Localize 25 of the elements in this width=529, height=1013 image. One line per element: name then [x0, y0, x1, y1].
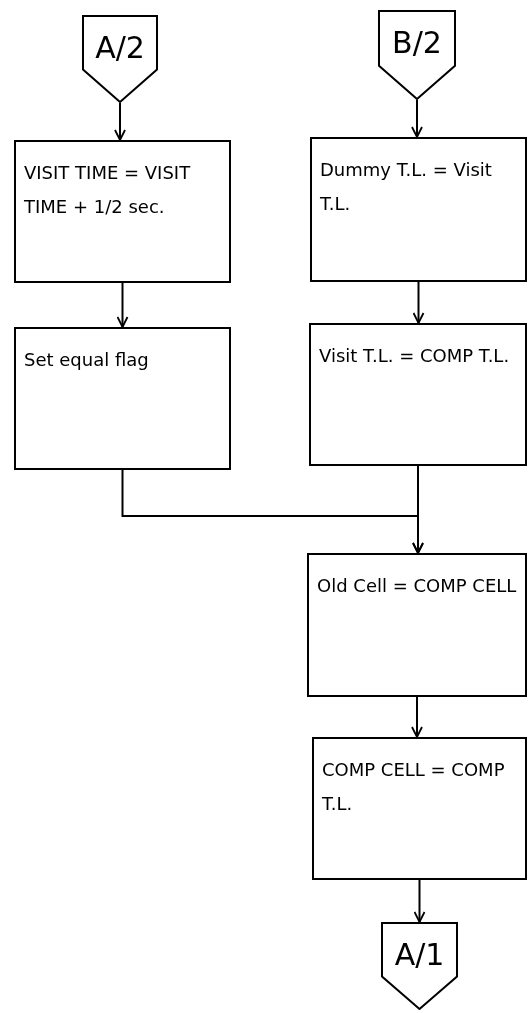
process-box [310, 137, 527, 282]
off-page-connector [378, 10, 456, 100]
process-box [309, 323, 527, 466]
arrow [114, 102, 126, 141]
arrow [412, 281, 425, 324]
process-text: Set equal flag [24, 348, 150, 372]
connector-label: B/2 [392, 28, 442, 58]
arrow [411, 696, 423, 738]
connector-label: A/1 [394, 940, 445, 970]
process-text: Dummy T.L. = Visit T.L. [320, 158, 493, 217]
off-page-connector [82, 15, 158, 103]
arrow [411, 99, 423, 138]
arrow [412, 465, 424, 554]
process-box [14, 140, 231, 283]
process-box [312, 737, 527, 880]
process-box [307, 553, 527, 697]
off-page-connector [381, 922, 458, 1010]
process-box [14, 327, 231, 470]
process-text: COMP CELL = COMP T.L. [322, 758, 506, 817]
process-text: VISIT TIME = VISIT TIME + 1/2 sec. [24, 161, 192, 220]
arrow [413, 879, 426, 923]
arrow [116, 282, 129, 328]
process-text: Old Cell = COMP CELL [317, 574, 518, 598]
connector-label: A/2 [95, 33, 145, 63]
process-text: Visit T.L. = COMP T.L. [319, 344, 511, 368]
